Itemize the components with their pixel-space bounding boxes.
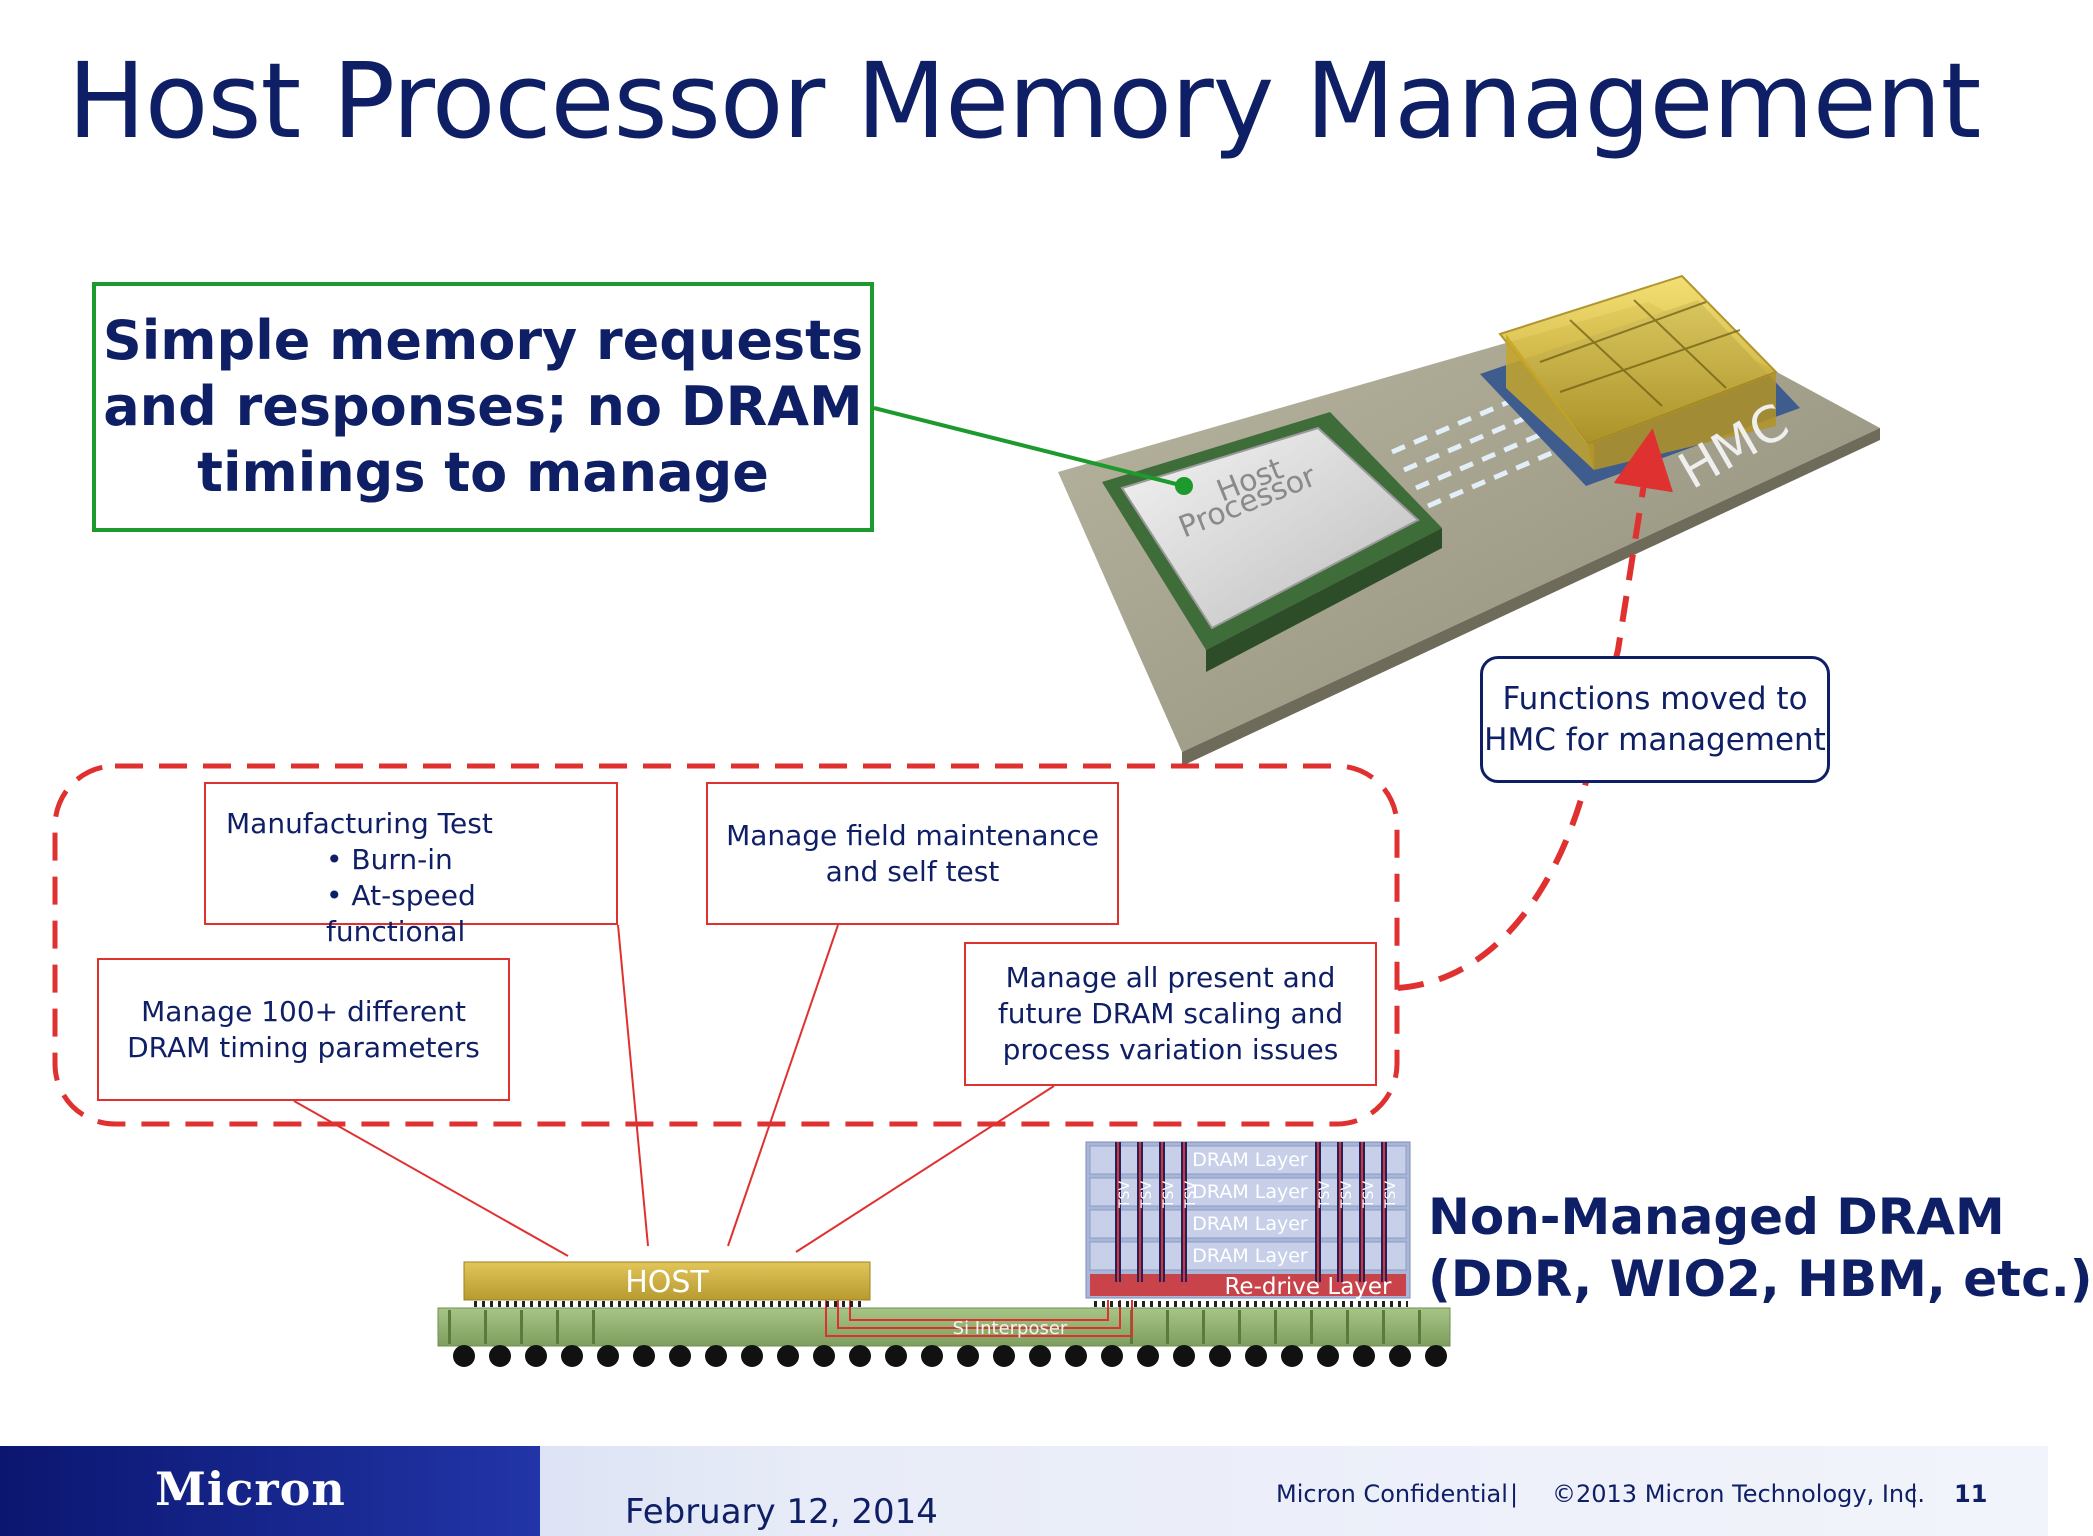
footer-logo-panel bbox=[0, 1446, 540, 1536]
tsv-label-3: TSV bbox=[1161, 1181, 1177, 1209]
tsv-label-8: TSV bbox=[1383, 1181, 1399, 1209]
tsv-label-6: TSV bbox=[1339, 1181, 1355, 1209]
scaling-line-3: process variation issues bbox=[1002, 1033, 1339, 1066]
green-connector-line bbox=[873, 406, 1185, 488]
tsv-label-2: TSV bbox=[1139, 1181, 1155, 1209]
timing-line-1: Manage 100+ different bbox=[141, 994, 466, 1028]
green-callout: Simple memory requests and responses; no… bbox=[92, 282, 874, 532]
hmc-callout: Functions moved to HMC for management bbox=[1480, 656, 1830, 783]
footer-copyright: ©2013 Micron Technology, Inc. bbox=[1552, 1480, 1925, 1508]
bullet-at-speed: • At-speed functional bbox=[326, 879, 476, 948]
tsv-label-1: TSV bbox=[1117, 1181, 1133, 1209]
footer-date: February 12, 2014 bbox=[625, 1492, 938, 1532]
dram-layer-label-2: DRAM Layer bbox=[1192, 1181, 1308, 1203]
tsv-label-5: TSV bbox=[1317, 1181, 1333, 1209]
footer-separator-1: | bbox=[1510, 1480, 1519, 1508]
footer-confidential: Micron Confidential bbox=[1276, 1480, 1508, 1508]
non-managed-line-2: (DDR, WIO2, HBM, etc.) bbox=[1428, 1250, 2093, 1308]
manufacturing-test-box: Manufacturing Test • Burn-in • At-speed … bbox=[204, 782, 618, 948]
footer-separator-2: | bbox=[1910, 1480, 1919, 1508]
dram-scaling-box: Manage all present and future DRAM scali… bbox=[964, 942, 1377, 1086]
micron-logo: Micron bbox=[155, 1462, 346, 1516]
timing-line-2: DRAM timing parameters bbox=[127, 1030, 480, 1064]
stack-diagram: Si Interposer HOST bbox=[437, 1141, 1451, 1367]
scaling-line-2: future DRAM scaling and bbox=[997, 997, 1344, 1030]
green-callout-line-3: timings to manage bbox=[197, 441, 769, 504]
green-connector-dot bbox=[1175, 477, 1193, 495]
redrive-layer-label: Re-drive Layer bbox=[1224, 1274, 1392, 1300]
solder-balls bbox=[453, 1345, 1447, 1367]
slide-title: Host Processor Memory Management bbox=[67, 40, 1982, 162]
green-callout-line-1: Simple memory requests bbox=[102, 309, 864, 372]
dram-layer-label-4: DRAM Layer bbox=[1192, 1245, 1308, 1267]
dram-layer-label-1: DRAM Layer bbox=[1192, 1149, 1308, 1171]
host-die-label: HOST bbox=[625, 1265, 709, 1300]
field-maintenance-line-1: Manage field maintenance bbox=[726, 818, 1099, 852]
diagram-canvas: Host Processor HMC bbox=[52, 274, 1880, 1367]
tsv-label-7: TSV bbox=[1361, 1181, 1377, 1209]
field-maintenance-box: Manage field maintenance and self test bbox=[706, 782, 1119, 925]
bullet-burn-in: • Burn-in bbox=[326, 843, 453, 876]
host-functions-region bbox=[52, 763, 1400, 1127]
scaling-line-1: Manage all present and bbox=[1005, 961, 1336, 994]
hmc-callout-line-1: Functions moved to bbox=[1502, 680, 1808, 717]
bullet-burn-in-text: Burn-in bbox=[351, 843, 453, 876]
timing-parameters-box: Manage 100+ different DRAM timing parame… bbox=[97, 958, 510, 1101]
non-managed-line-1: Non-Managed DRAM bbox=[1428, 1188, 2005, 1246]
si-interposer-label: Si Interposer bbox=[953, 1318, 1068, 1339]
leader-lines bbox=[293, 924, 1055, 1257]
field-maintenance-line-2: and self test bbox=[825, 854, 1000, 888]
non-managed-dram-label: Non-Managed DRAM (DDR, WIO2, HBM, etc.) bbox=[1428, 1186, 2093, 1310]
green-callout-line-2: and responses; no DRAM bbox=[103, 375, 863, 438]
manufacturing-test-title: Manufacturing Test bbox=[226, 807, 493, 840]
dram-layer-label-3: DRAM Layer bbox=[1192, 1213, 1308, 1235]
page-number: 11 bbox=[1954, 1480, 1988, 1508]
host-die bbox=[463, 1261, 871, 1301]
bullet-at-speed-text: At-speed functional bbox=[326, 879, 476, 948]
tsv-label-4: TSV bbox=[1183, 1181, 1199, 1209]
system-board-illustration: Host Processor HMC bbox=[1058, 274, 1880, 766]
functions-moved-arrow bbox=[1397, 428, 1674, 991]
hmc-callout-line-2: HMC for management bbox=[1484, 721, 1826, 758]
